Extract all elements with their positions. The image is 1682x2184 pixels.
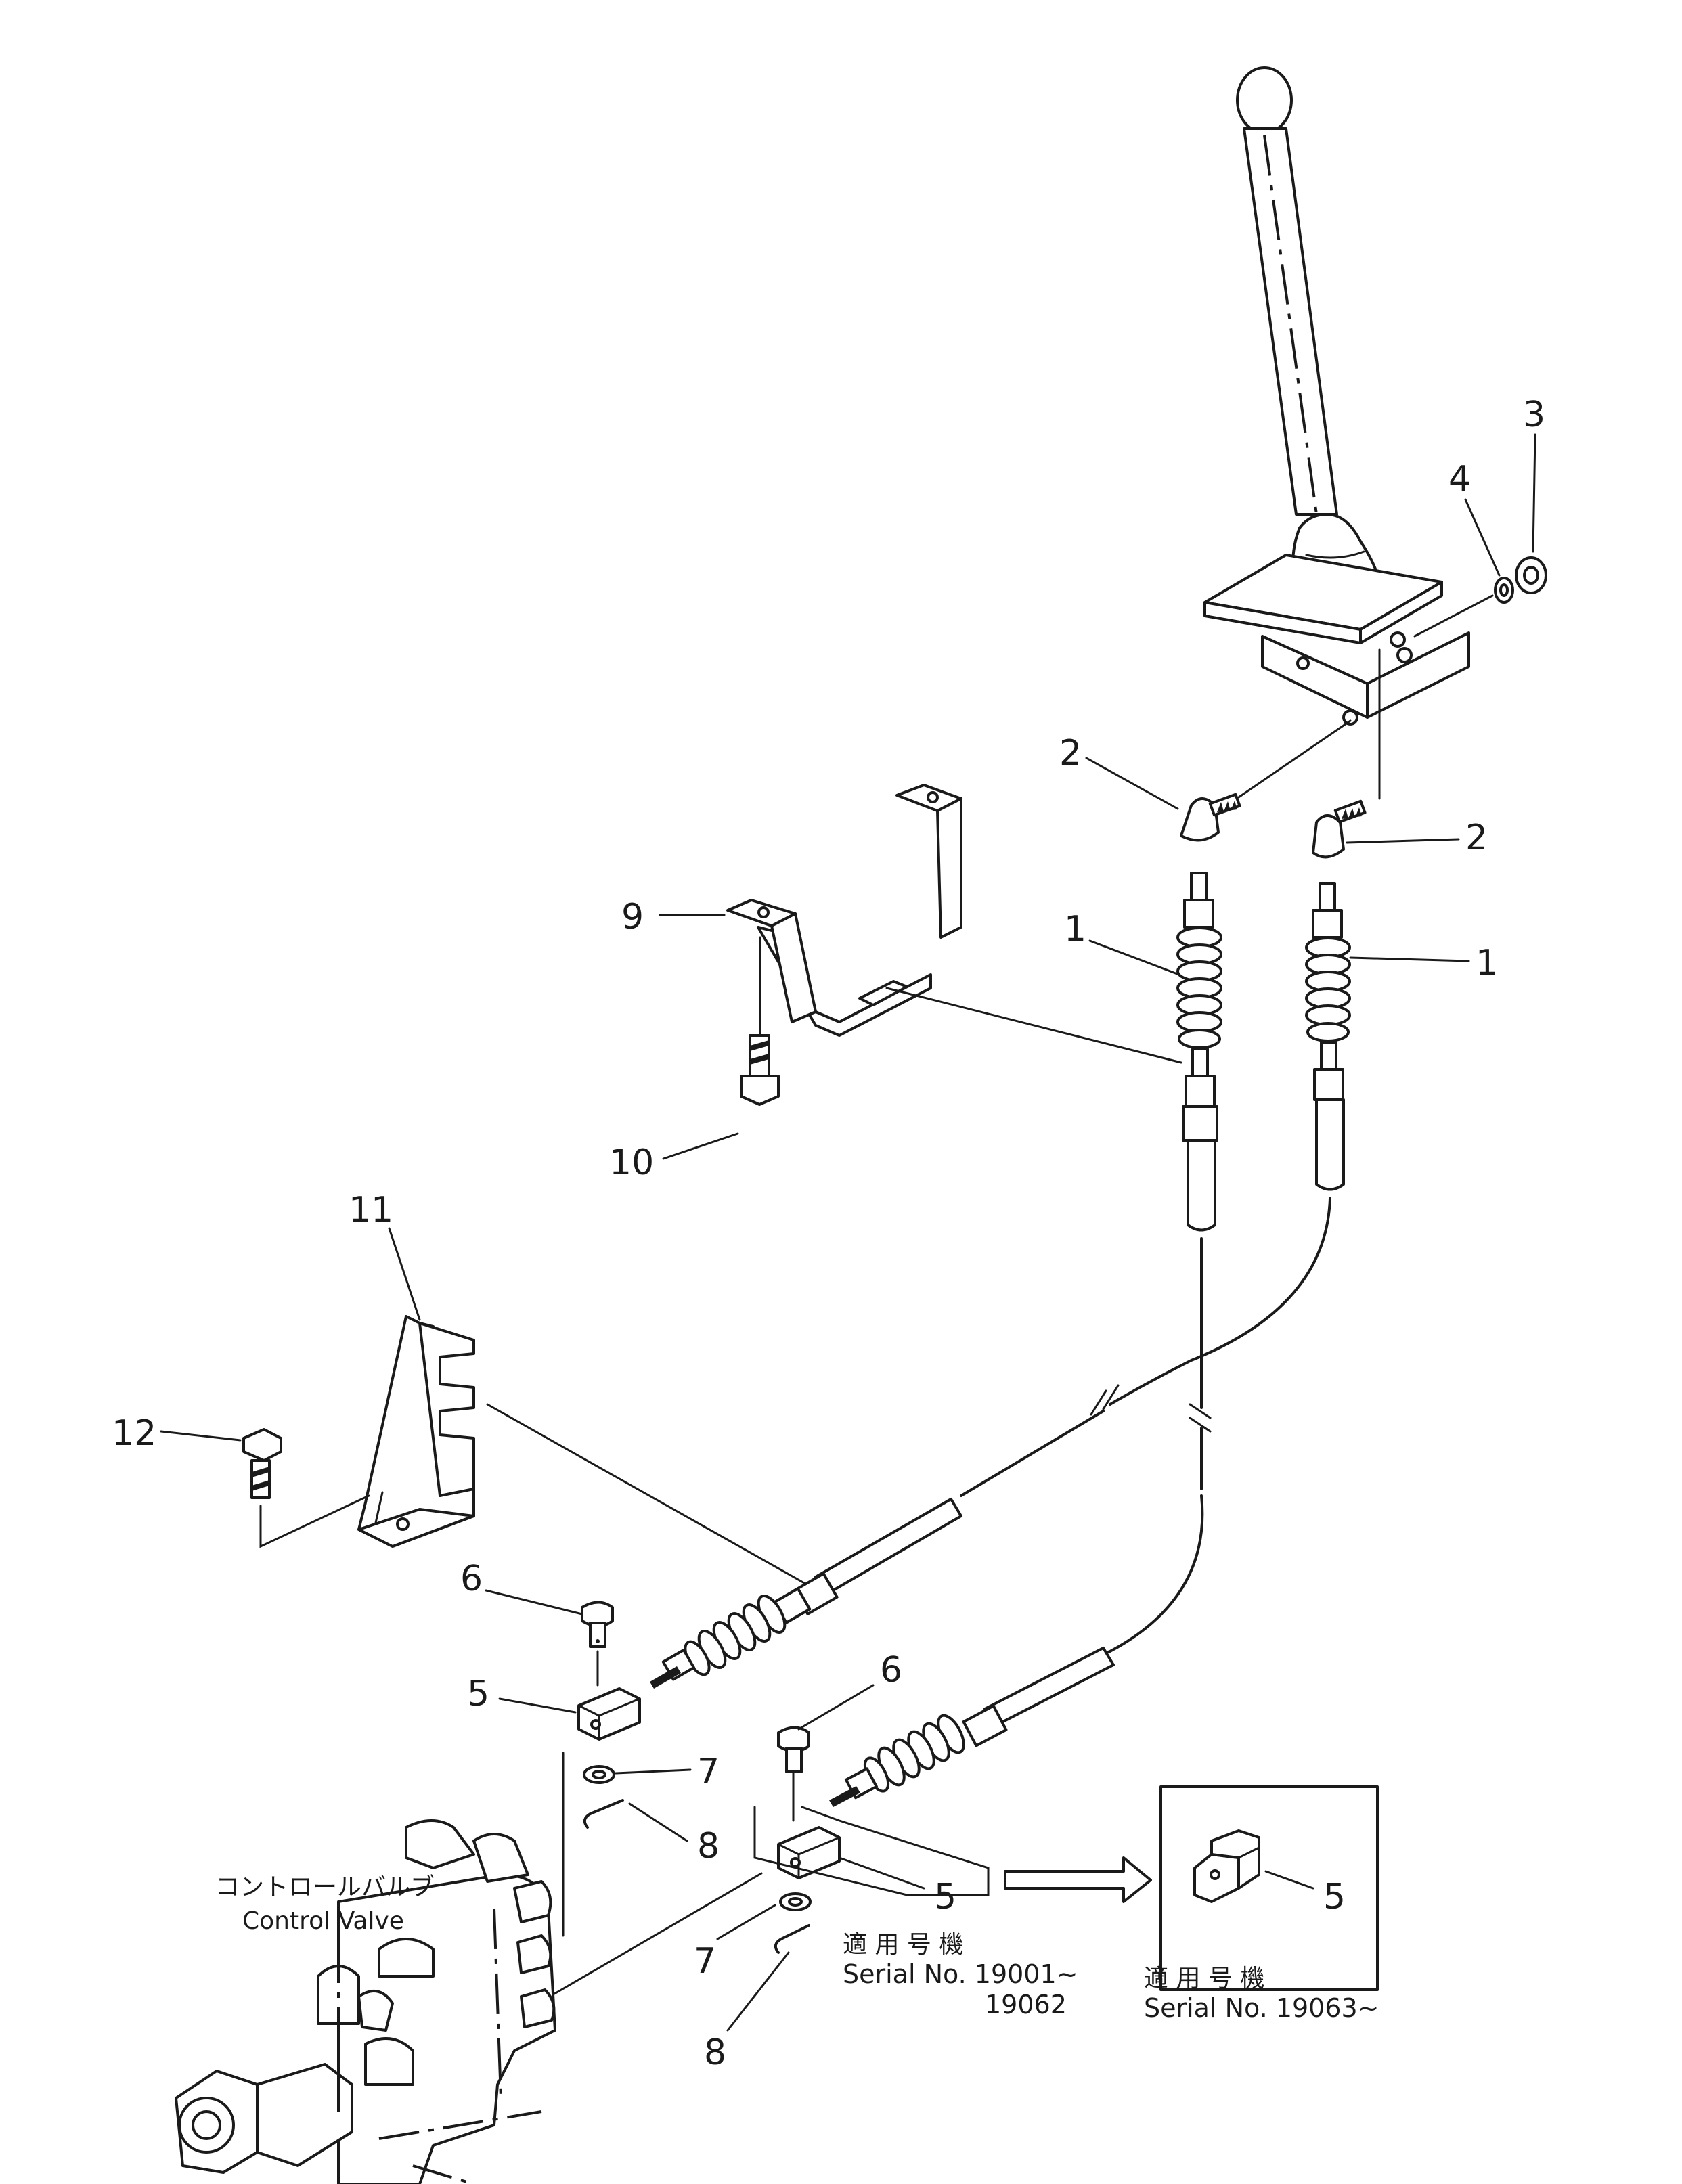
- block-part-5-new: [1193, 1829, 1260, 1903]
- ball-joint-part-2-left: [1180, 793, 1241, 842]
- lever-bracket: [1261, 635, 1369, 719]
- control-valve: [175, 1819, 556, 2184]
- callout-3: 3: [1523, 395, 1545, 435]
- block-part-5-left: [577, 1687, 641, 1741]
- block-part-5-right: [777, 1826, 841, 1879]
- callout-8-left: 8: [697, 1826, 720, 1867]
- arrow-to-new-variant: [1004, 1856, 1152, 1903]
- serial-old-label-jp: 適 用 号 機: [843, 1931, 963, 1959]
- callout-5-left: 5: [467, 1674, 489, 1714]
- callout-7-right: 7: [694, 1941, 716, 1982]
- bracket-part-9: [726, 784, 962, 1037]
- callout-4: 4: [1448, 459, 1471, 499]
- callout-6-left: 6: [460, 1559, 483, 1599]
- callout-6-right: 6: [880, 1650, 902, 1691]
- washer-part-7-right: [779, 1892, 812, 1911]
- serial-old-line2: 19062: [985, 1990, 1067, 2020]
- callout-11: 11: [349, 1190, 393, 1230]
- bolt-part-12: [242, 1428, 282, 1499]
- serial-new-label-jp: 適 用 号 機: [1144, 1965, 1264, 1992]
- leader-lines: [160, 433, 1536, 2032]
- ball-joint-part-2-right: [1312, 799, 1367, 859]
- lever-shaft: [1243, 127, 1338, 516]
- nut-part-3: [1515, 556, 1547, 594]
- cable-run-upper: [1109, 1197, 1331, 1406]
- washer-part-7-left: [583, 1765, 615, 1784]
- serial-new-line1: Serial No. 19063~: [1144, 1993, 1379, 2023]
- control-lever-assembly: [1203, 66, 1470, 726]
- cotter-pin-part-8-right: [774, 1924, 810, 1954]
- control-valve-label-jp: コントロールバルブ: [215, 1873, 435, 1901]
- callout-1-right: 1: [1476, 943, 1498, 983]
- control-cable-part-1-right: [1305, 882, 1351, 1191]
- control-valve-label-en: Control Valve: [242, 1907, 404, 1935]
- bracket-part-11: [357, 1315, 475, 1548]
- serial-old-line1: Serial No. 19001~: [843, 1959, 1078, 1989]
- callout-8-right: 8: [704, 2032, 726, 2073]
- callout-10: 10: [609, 1142, 654, 1183]
- callout-5-right: 5: [934, 1877, 956, 1917]
- washer-part-4: [1494, 577, 1514, 604]
- callout-9: 9: [621, 897, 644, 937]
- callout-2-left: 2: [1059, 733, 1082, 774]
- callout-12: 12: [112, 1413, 156, 1454]
- callout-5-new: 5: [1323, 1877, 1346, 1917]
- callout-7-left: 7: [697, 1752, 720, 1792]
- bolt-part-10: [740, 1034, 780, 1106]
- cotter-pin-part-8-left: [583, 1799, 624, 1829]
- callout-1-left: 1: [1064, 909, 1086, 950]
- pin-part-6-right: [777, 1726, 810, 1773]
- control-cable-part-1-left: [1176, 872, 1222, 1490]
- lever-knob: [1236, 66, 1293, 134]
- callout-2-right: 2: [1465, 818, 1488, 858]
- cable-run-lower: [1068, 1494, 1204, 1670]
- pin-part-6-left: [581, 1601, 614, 1648]
